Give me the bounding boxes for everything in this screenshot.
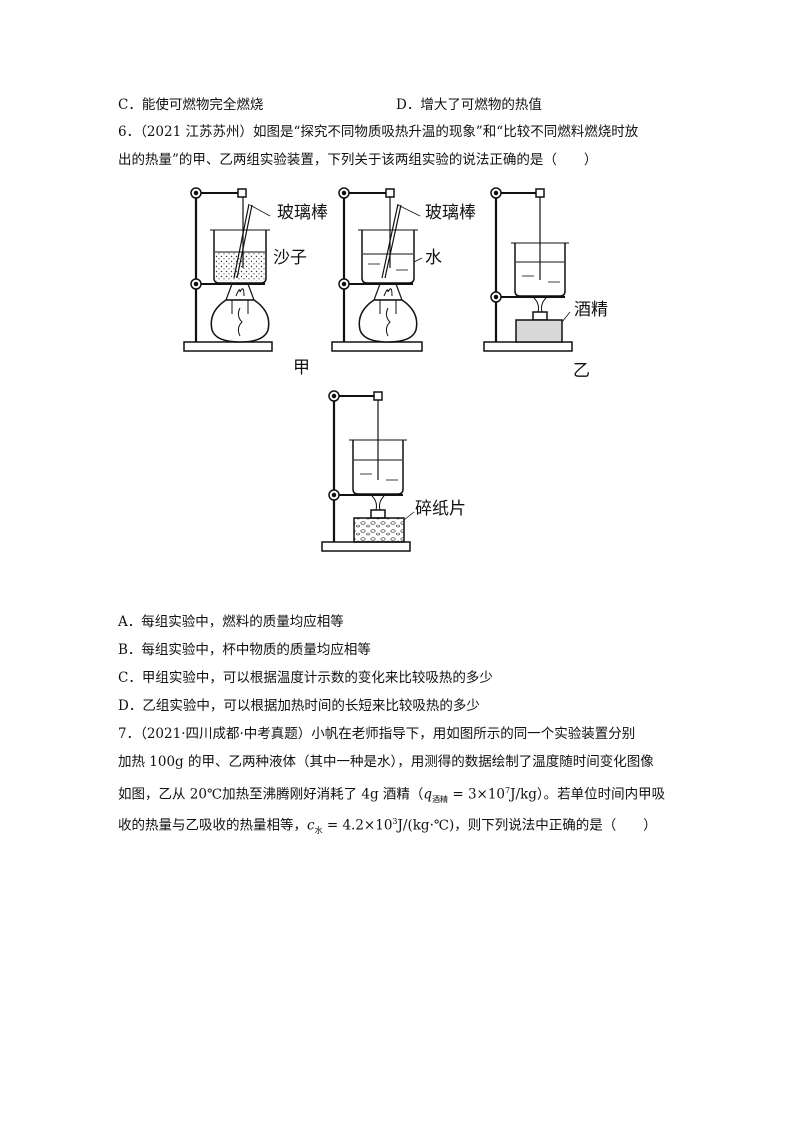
q6-stem-line2: 出的热量”的甲、乙两组实验装置，下列关于该两组实验的说法正确的是（ ） <box>118 152 598 168</box>
q7-line3-text: 如图，乙从 20℃加热至沸腾刚好消耗了 4g 酒精（ <box>118 786 424 803</box>
label-paper-scraps: 碎纸片 <box>415 499 466 519</box>
q6-option-c: C．甲组实验中，可以根据温度计示数的变化来比较吸热的多少 <box>118 670 493 686</box>
q6-option-b: B．每组实验中，杯中物质的质量均应相等 <box>118 642 371 658</box>
q7-q-exponent: 7 <box>505 786 511 795</box>
q7-c-subscript: 水 <box>314 826 323 836</box>
q7-c-value: = 4.2×10 <box>322 817 393 834</box>
apparatus-sand <box>183 187 273 352</box>
q7-line4-text: 收的热量与乙吸收的热量相等， <box>118 817 307 834</box>
q7-q-value: = 3×10 <box>448 786 506 803</box>
q7-q-subscript: 酒精 <box>432 795 449 805</box>
q6-option-d: D．乙组实验中，可以根据加热时间的长短来比较吸热的多少 <box>118 698 480 714</box>
q7-c-symbol: c <box>307 817 315 834</box>
q7-stem-line3: 如图，乙从 20℃加热至沸腾刚好消耗了 4g 酒精（q酒精 = 3×107J/k… <box>118 781 665 810</box>
q7-c-unit: J/(kg·℃)，则下列说法中正确的是（ ） <box>397 817 657 834</box>
label-sand: 沙子 <box>273 248 307 268</box>
apparatus-alcohol <box>483 187 573 352</box>
q6-option-a: A．每组实验中，燃料的质量均应相等 <box>118 614 344 630</box>
q5-option-c: C．能使可燃物完全燃烧 <box>118 97 264 113</box>
q7-stem-line1: 7．（2021·四川成都·中考真题）小帆在老师指导下，用如图所示的同一个实验装置… <box>118 726 636 742</box>
q6-stem-line1: 6．（2021 江苏苏州）如图是“探究不同物质吸热升温的现象”和“比较不同燃料燃… <box>118 124 639 140</box>
q7-c-exponent: 3 <box>392 817 398 826</box>
label-group-jia: 甲 <box>293 358 310 378</box>
label-water: 水 <box>425 248 442 268</box>
label-alcohol: 酒精 <box>574 300 608 320</box>
label-group-yi: 乙 <box>573 361 590 381</box>
q7-stem-line2: 加热 100g 的甲、乙两种液体（其中一种是水），用测得的数据绘制了温度随时间变… <box>118 754 654 770</box>
q5-option-d: D．增大了可燃物的热值 <box>396 97 542 113</box>
q6-experiment-figure: 玻璃棒 沙子 玻璃棒 水 酒精 甲 乙 碎纸片 <box>183 187 608 552</box>
label-glass-rod-1: 玻璃棒 <box>277 203 328 223</box>
apparatus-water <box>331 187 423 352</box>
label-glass-rod-2: 玻璃棒 <box>425 203 476 223</box>
q7-q-unit: J/kg）。若单位时间内甲吸 <box>510 786 666 803</box>
apparatus-paper <box>321 390 415 552</box>
q7-stem-line4: 收的热量与乙吸收的热量相等，c水 = 4.2×103J/(kg·℃)，则下列说法… <box>118 812 657 841</box>
q7-q-symbol: q <box>423 786 433 803</box>
